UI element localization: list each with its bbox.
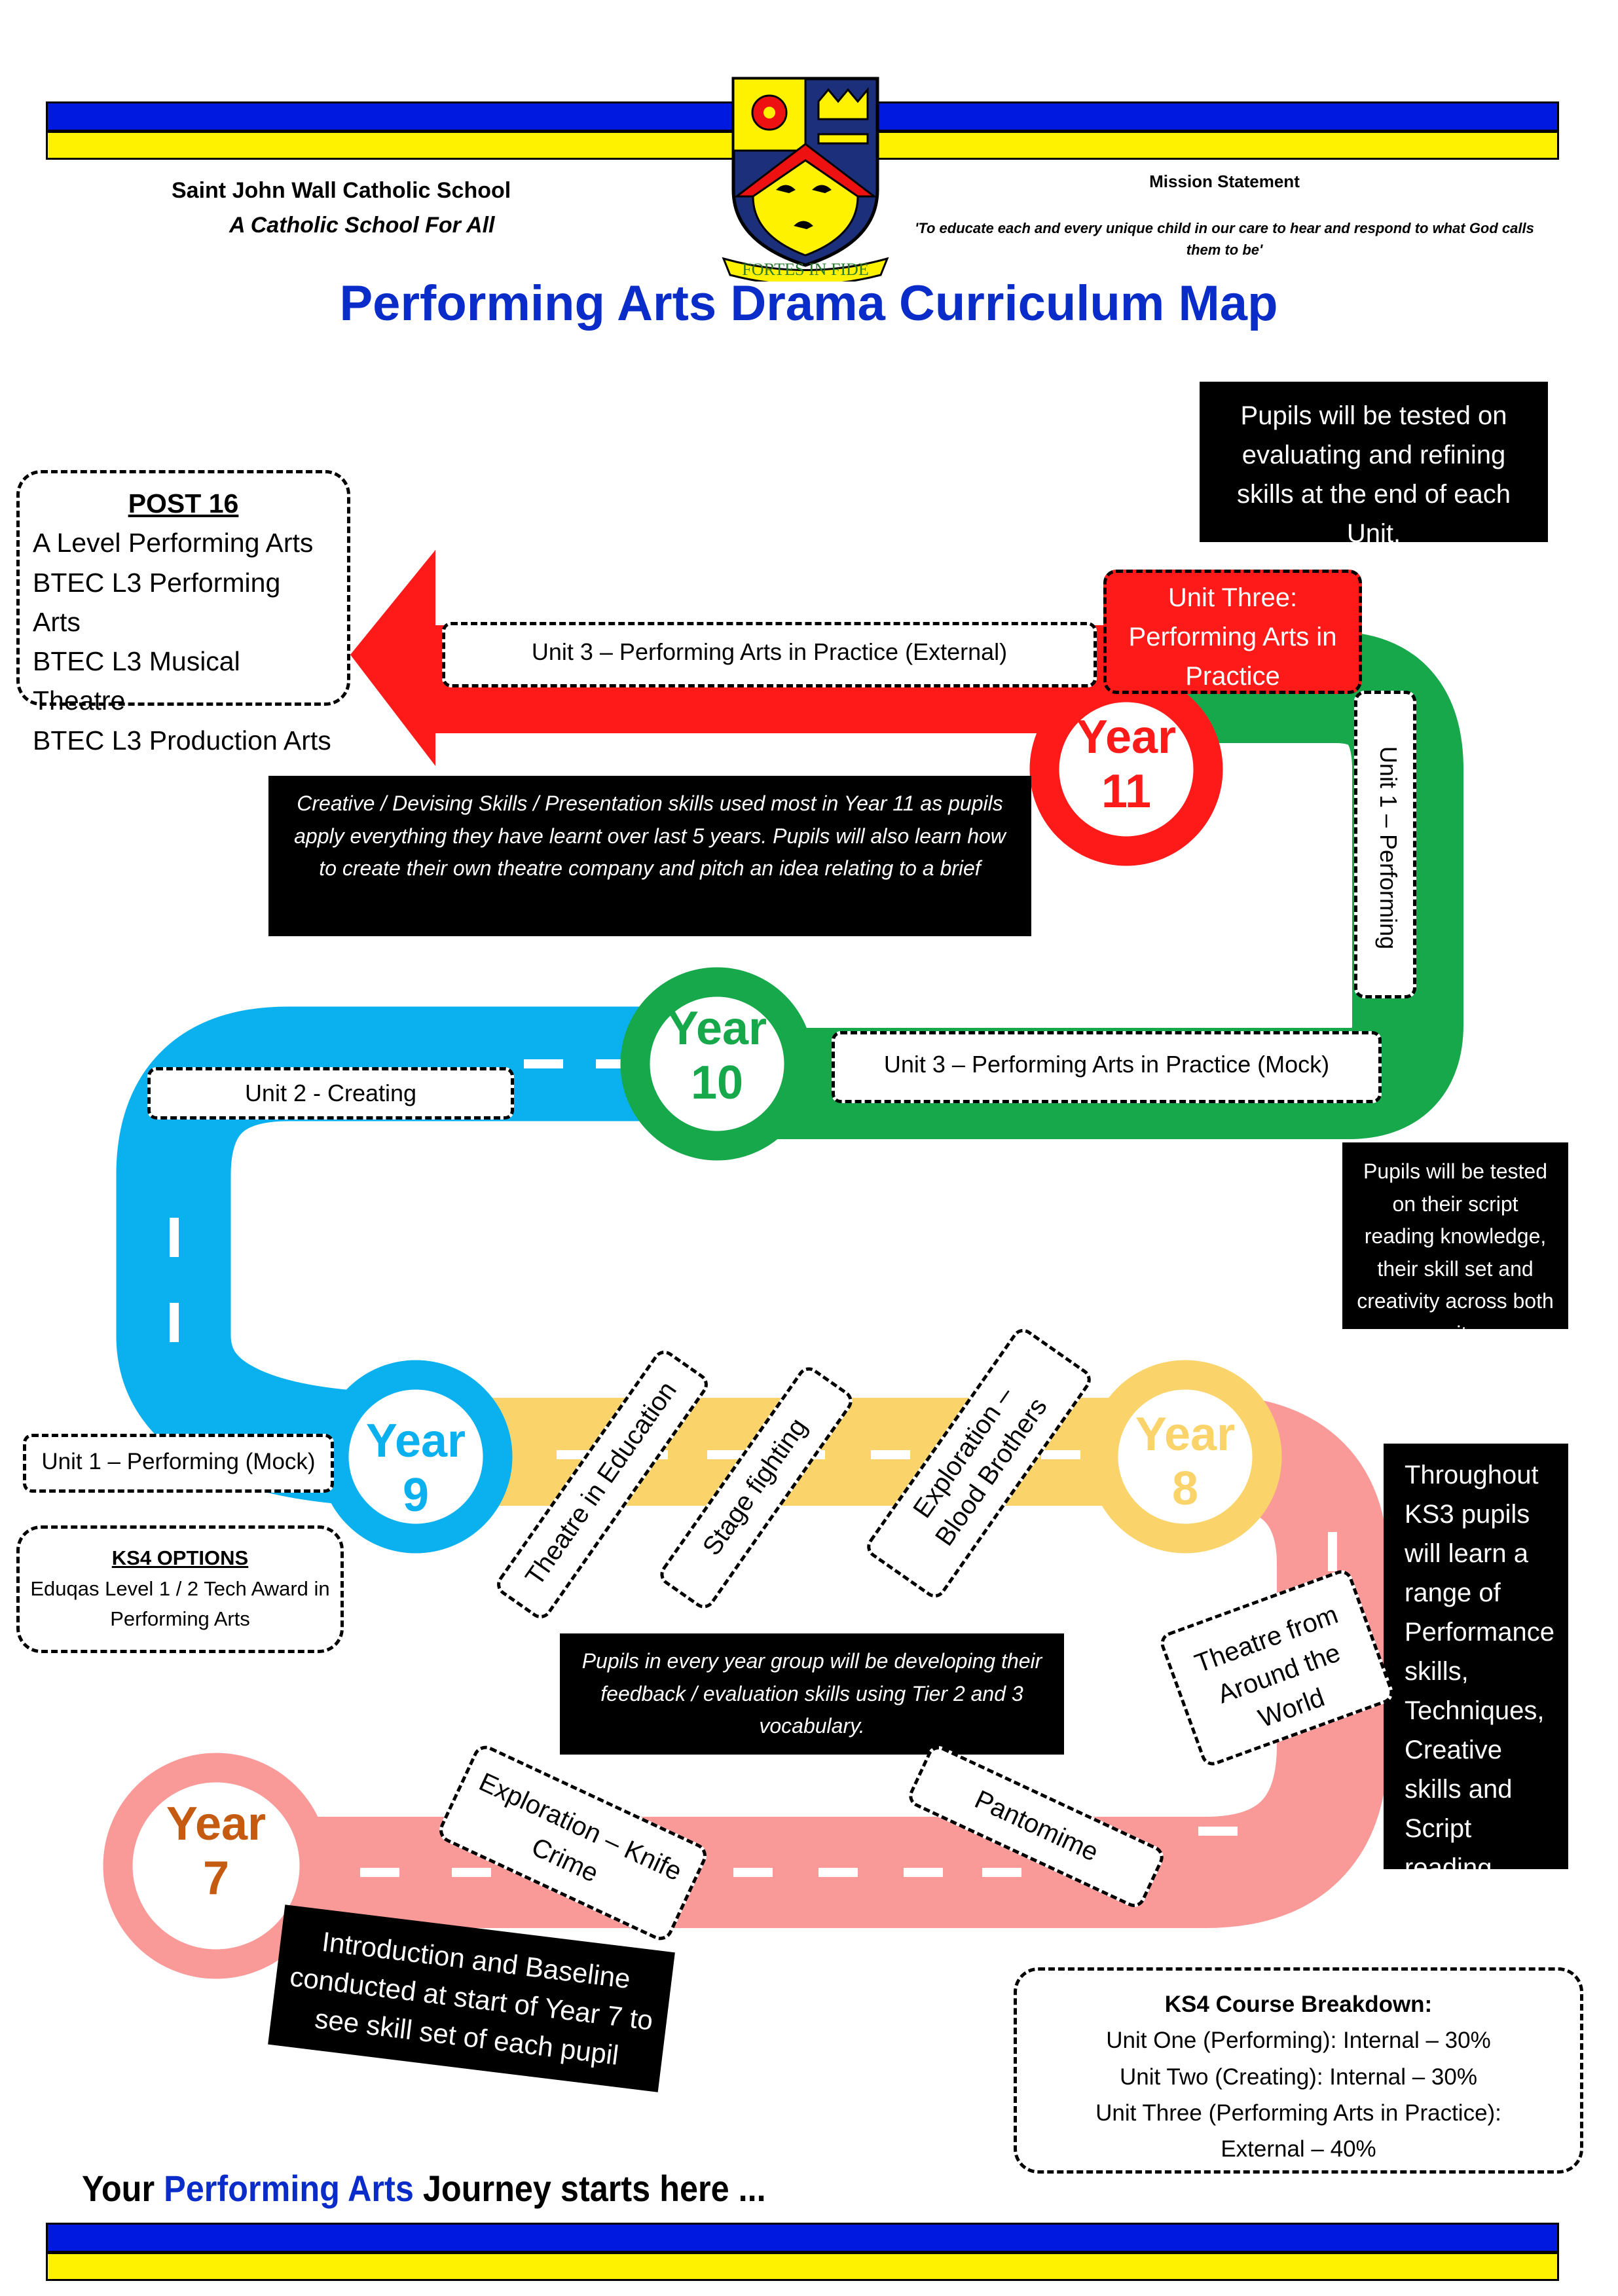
unit2-creating-label: Unit 2 - Creating [147, 1067, 514, 1120]
unit3-external-label: Unit 3 – Performing Arts in Practice (Ex… [442, 622, 1097, 687]
post16-box: POST 16 A Level Performing Arts BTEC L3 … [16, 470, 350, 756]
school-name: Saint John Wall Catholic School [172, 178, 511, 203]
page-title: Performing Arts Drama Curriculum Map [339, 276, 1278, 331]
ks4-breakdown-line: External – 40% [1221, 2136, 1376, 2162]
post16-item: BTEC L3 Performing Arts [33, 567, 281, 637]
ks4-breakdown-box: KS4 Course Breakdown: Unit One (Performi… [1014, 1967, 1583, 2174]
bottom-blue-bar [46, 2223, 1559, 2253]
school-crest-logo: FORTES IN FIDE [722, 77, 889, 282]
feedback-note: Pupils in every year group will be devel… [560, 1633, 1064, 1755]
unit1-performing-vertical: Unit 1 – Performing [1354, 691, 1416, 998]
ks4-breakdown-line: Unit Two (Creating): Internal – 30% [1119, 2064, 1477, 2090]
script-reading-note: Pupils will be tested on their script re… [1342, 1142, 1568, 1345]
post16-item: A Level Performing Arts [33, 528, 314, 558]
mission-text: 'To educate each and every unique child … [915, 220, 1534, 258]
footer-tagline: Your Performing Arts Journey starts here… [82, 2168, 766, 2209]
ks4-breakdown-title: KS4 Course Breakdown: [1164, 1992, 1433, 2017]
year7-circle [103, 1753, 329, 1979]
year11-note: Creative / Devising Skills / Presentatio… [268, 776, 1031, 936]
ks3-note: Throughout KS3 pupils will learn a range… [1384, 1444, 1568, 1922]
unit1-mock-label: Unit 1 – Performing (Mock) [23, 1434, 334, 1493]
ks4-breakdown-line: Unit One (Performing): Internal – 30% [1106, 2028, 1491, 2054]
bottom-yellow-bar [46, 2252, 1559, 2281]
year8-circle [1088, 1360, 1282, 1554]
post16-item: BTEC L3 Musical Theatre [33, 646, 240, 716]
year9-circle [319, 1360, 513, 1554]
ks4-options-text: Eduqas Level 1 / 2 Tech Award in Perform… [30, 1576, 330, 1631]
unit-three-title: Unit Three: Performing Arts in Practice [1103, 570, 1362, 694]
ks4-options-box: KS4 OPTIONS Eduqas Level 1 / 2 Tech Awar… [16, 1525, 344, 1653]
post16-item: BTEC L3 Production Arts [33, 725, 331, 756]
ks4-options-title: KS4 OPTIONS [111, 1546, 249, 1569]
road-year11-arrowhead [350, 550, 435, 766]
mission-title: Mission Statement [1149, 172, 1300, 191]
evaluation-note: Pupils will be tested on evaluating and … [1200, 382, 1548, 548]
crest-motto: FORTES IN FIDE [742, 260, 868, 279]
ks4-breakdown-line: Unit Three (Performing Arts in Practice)… [1095, 2100, 1501, 2126]
post16-title: POST 16 [128, 488, 239, 519]
unit3-mock-label: Unit 3 – Performing Arts in Practice (Mo… [832, 1031, 1382, 1103]
year10-circle [620, 967, 814, 1161]
school-tagline: A Catholic School For All [229, 213, 495, 238]
